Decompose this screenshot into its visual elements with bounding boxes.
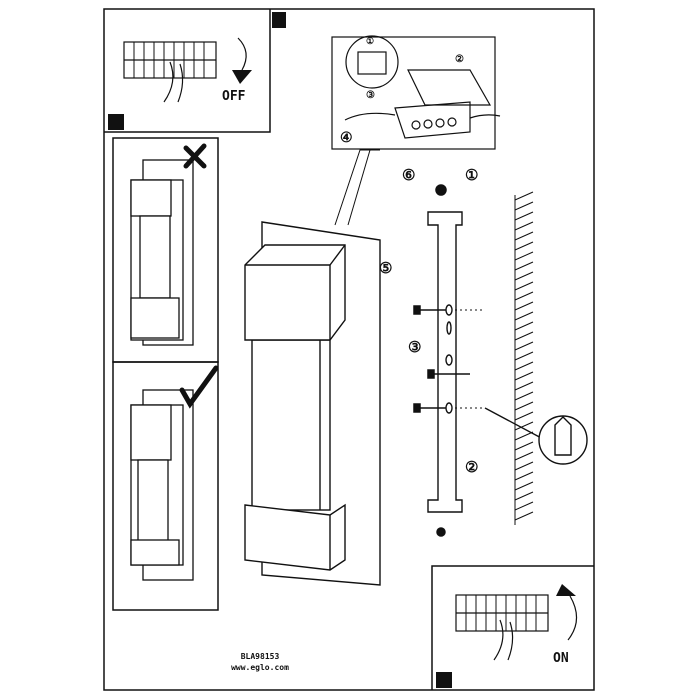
- wiring-detail: [331, 35, 501, 150]
- callout-line: [334, 149, 380, 226]
- hand-icon: [493, 619, 514, 661]
- website-text: www.eglo.com: [231, 663, 289, 672]
- lamp-wrong-orientation: [130, 159, 194, 346]
- step-2-label: ②: [465, 458, 478, 476]
- hand-icon: [163, 61, 184, 103]
- step-3-label: ③: [408, 338, 421, 356]
- corner-marker: [436, 672, 452, 688]
- model-code: BLA98153: [241, 652, 280, 661]
- corner-marker: [108, 114, 124, 130]
- callout-line: [347, 149, 371, 226]
- curved-arrow-icon: [237, 37, 247, 71]
- breaker-box-off: [123, 37, 247, 103]
- right-mounting-panel: [112, 361, 219, 611]
- power-on-label: ON: [553, 651, 569, 666]
- step-1-label: ①: [465, 166, 478, 184]
- check-icon: [179, 365, 219, 409]
- wiring-label-1: ①: [366, 37, 374, 47]
- wiring-label-3: ③: [366, 90, 375, 101]
- power-off-panel: [104, 9, 271, 133]
- breaker-box-on: [455, 594, 578, 661]
- lamp-correct-orientation: [130, 389, 194, 581]
- page-frame: [103, 8, 595, 691]
- arrow-down-icon: [232, 70, 252, 84]
- wiring-label-2: ②: [455, 54, 464, 65]
- curved-arrow-icon: [567, 595, 578, 641]
- step-6-label: ⑥: [402, 166, 415, 184]
- wall-hatching: [514, 191, 534, 525]
- step-5-label: ⑤: [379, 259, 392, 277]
- power-off-label: OFF: [222, 89, 246, 104]
- wiring-label-4: ④: [340, 130, 353, 146]
- dotted-guides: [455, 309, 485, 409]
- mounting-bracket: [427, 211, 463, 513]
- dowel-detail: [484, 407, 588, 465]
- wall-lamp: [244, 221, 381, 586]
- cross-icon: [183, 143, 207, 169]
- power-on-panel: [431, 565, 594, 690]
- corner-marker: [272, 12, 286, 28]
- arrow-up-icon: [556, 584, 576, 596]
- screws: [413, 184, 470, 537]
